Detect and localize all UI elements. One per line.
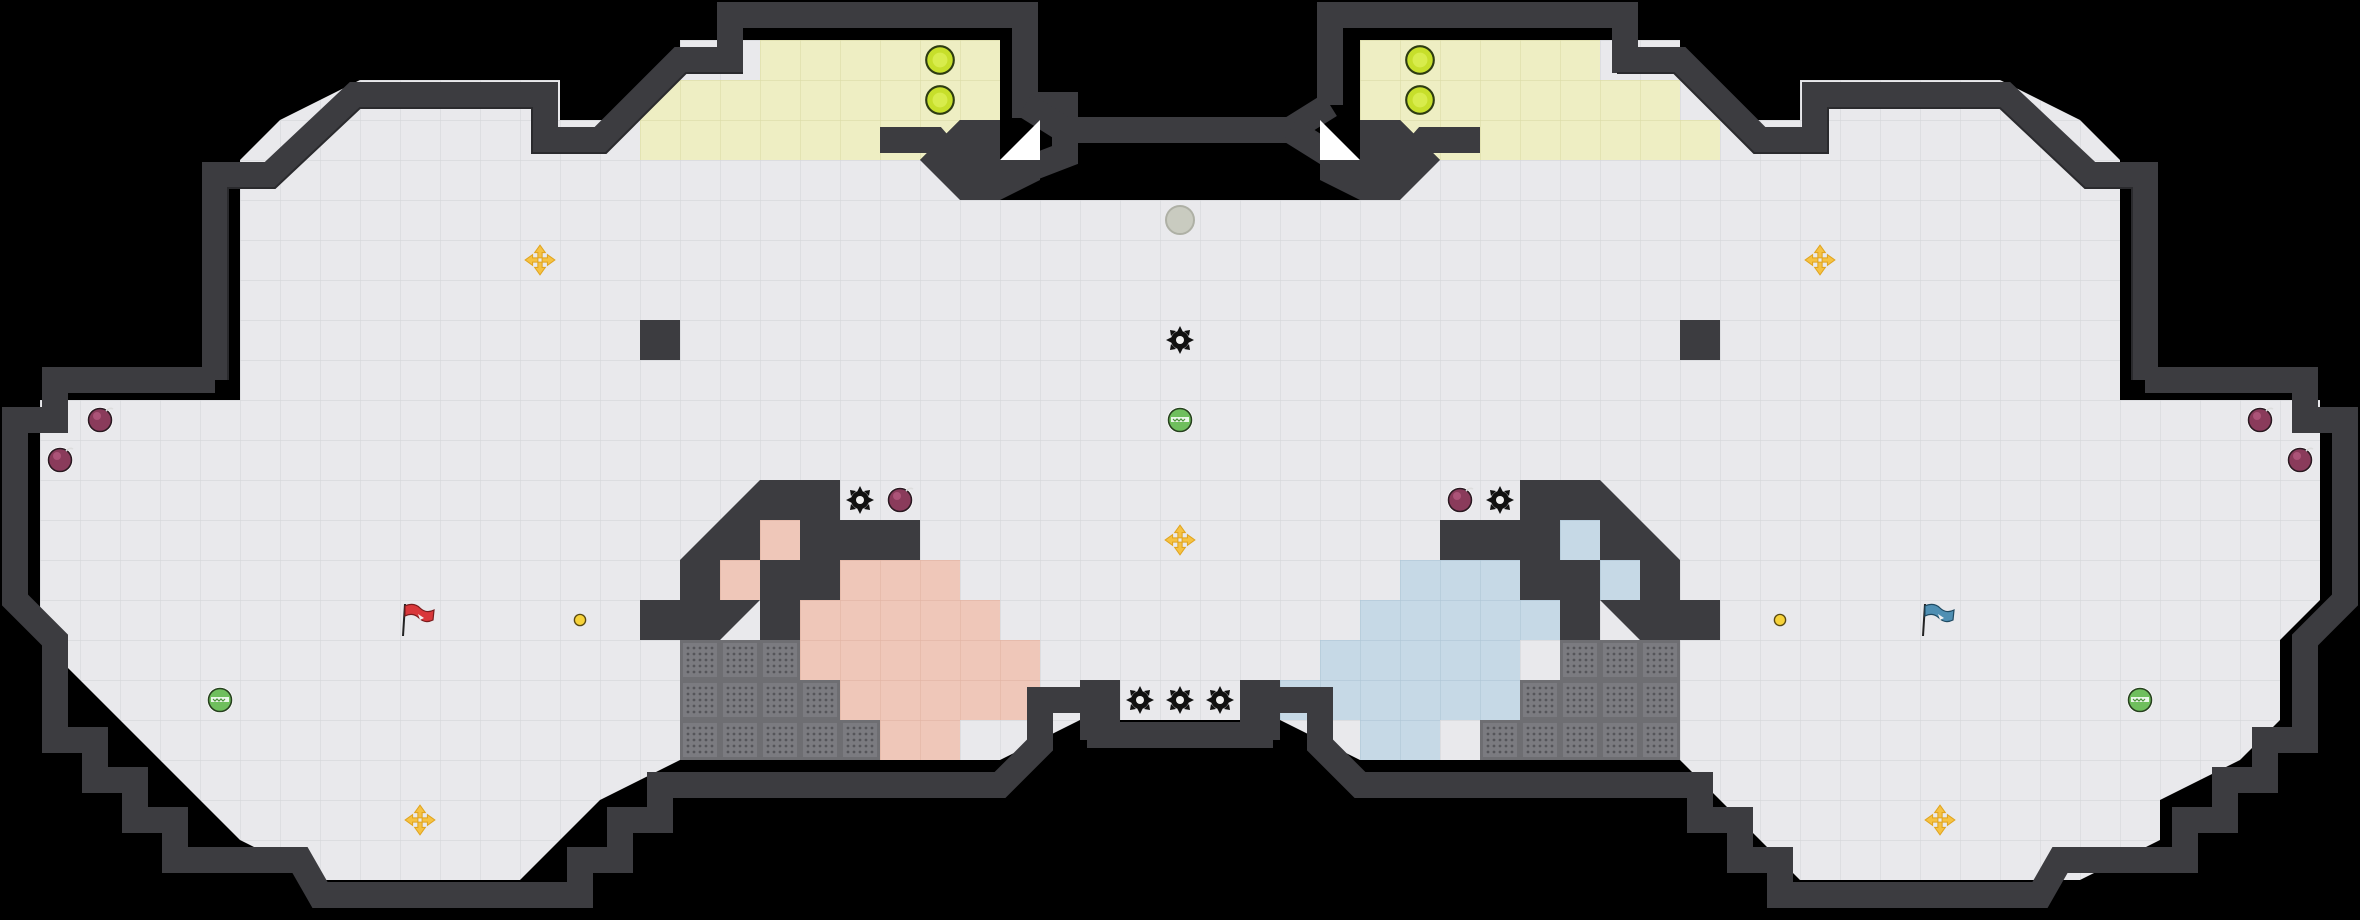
button-icon	[925, 85, 955, 115]
button-icon	[1405, 45, 1435, 75]
bomb-icon	[1446, 486, 1474, 514]
bomb-icon	[86, 406, 114, 434]
bomb-icon	[2286, 446, 2314, 474]
rolling-bomb-icon	[206, 686, 234, 714]
spike-icon	[846, 486, 874, 514]
spike-icon	[1126, 686, 1154, 714]
portal-dot-icon	[1773, 613, 1787, 627]
bomb-icon	[46, 446, 74, 474]
spike-icon	[1486, 486, 1514, 514]
bomb-icon	[886, 486, 914, 514]
center-bottom-wall	[1080, 680, 1280, 740]
spike-icon	[1206, 686, 1234, 714]
map-items	[46, 45, 2314, 836]
obstacle-right-inner	[1560, 520, 1640, 600]
rolling-bomb-icon	[1166, 406, 1194, 434]
center-funnel-notches	[1000, 120, 1360, 160]
obstacle-left-inner	[720, 520, 800, 600]
button-icon	[925, 45, 955, 75]
portal-dot-icon	[573, 613, 587, 627]
floor	[40, 40, 2320, 880]
bomb-icon	[2246, 406, 2274, 434]
button-icon	[1405, 85, 1435, 115]
rolling-bomb-icon	[2126, 686, 2154, 714]
spike-icon	[1166, 326, 1194, 354]
center-funnel-right	[1320, 120, 1440, 200]
gate-tiles-right	[1480, 640, 1680, 760]
inactive-button-icon	[1165, 205, 1195, 235]
center-funnel-left	[920, 120, 1040, 200]
wall-edges	[227, 72, 2133, 380]
spike-icon	[1166, 686, 1194, 714]
gate-tiles-left	[680, 640, 880, 760]
